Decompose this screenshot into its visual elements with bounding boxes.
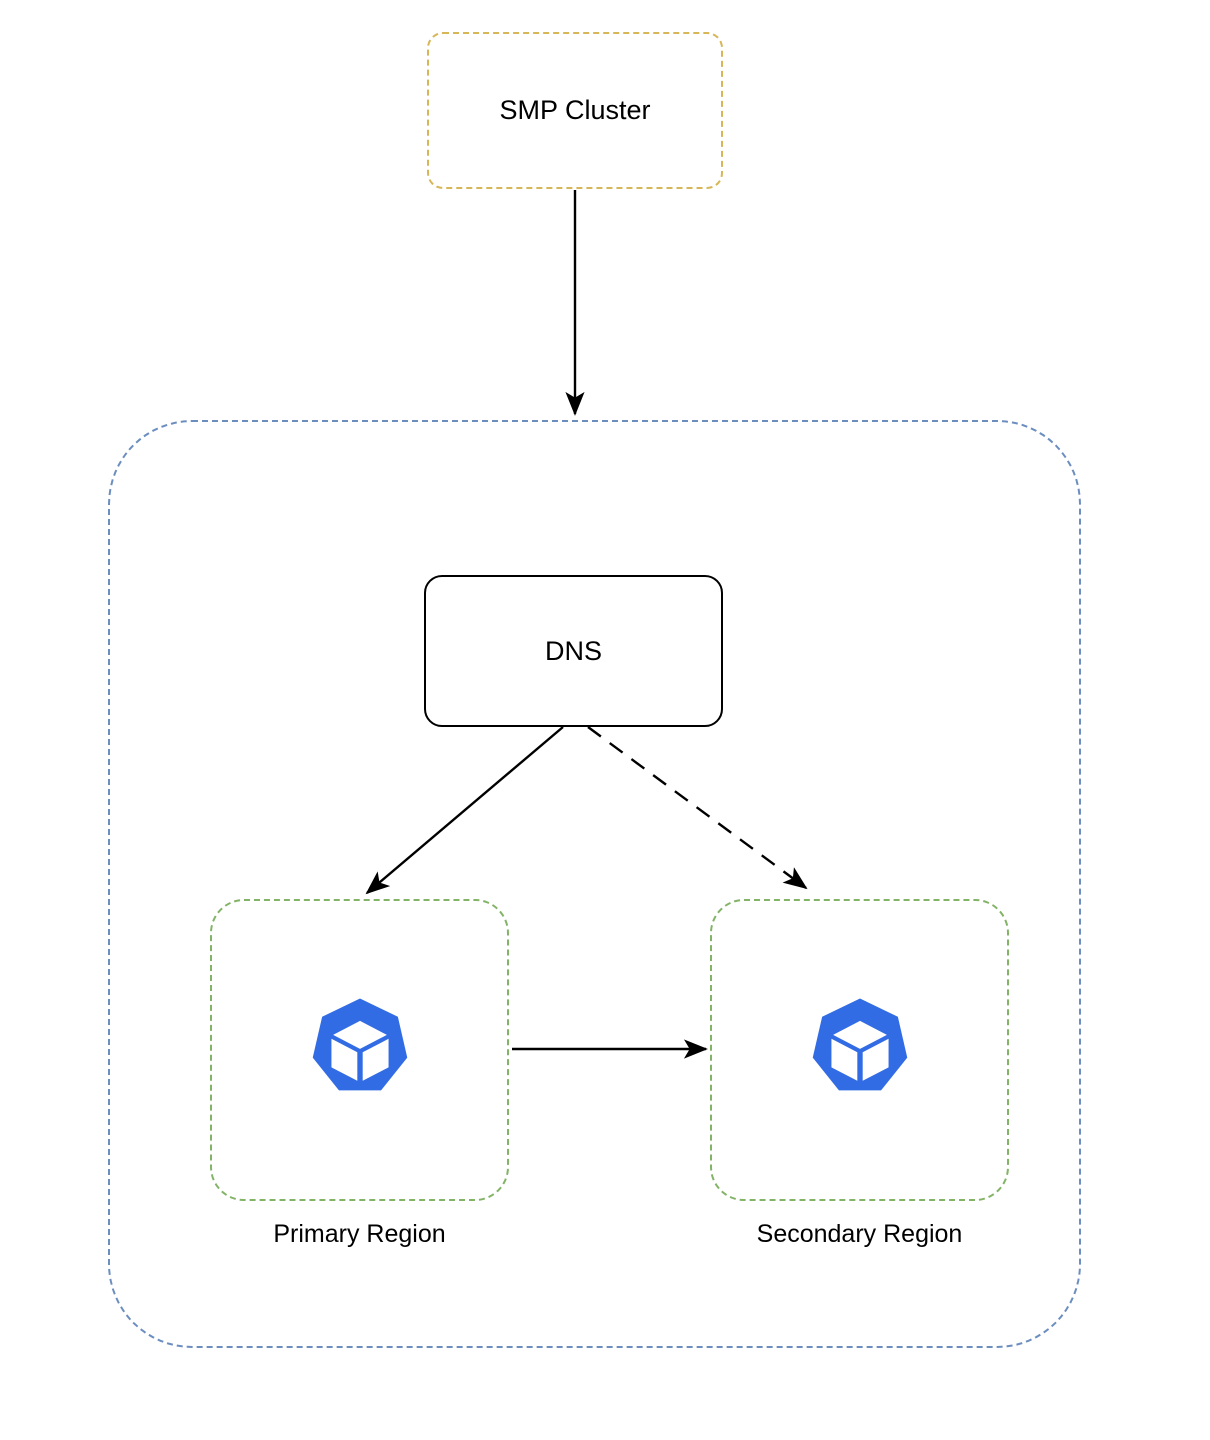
kubernetes-icon xyxy=(812,998,907,1091)
smp-cluster-node[interactable]: SMP Cluster xyxy=(427,32,723,189)
secondary-region-node[interactable] xyxy=(710,899,1009,1201)
secondary-region-label: Secondary Region xyxy=(756,1220,963,1248)
smp-cluster-label: SMP Cluster xyxy=(499,95,651,125)
dns-node[interactable]: DNS xyxy=(424,575,723,727)
primary-region-label: Primary Region xyxy=(273,1220,446,1248)
dns-label: DNS xyxy=(544,635,602,666)
primary-region-node[interactable] xyxy=(210,899,509,1201)
platform-container[interactable] xyxy=(108,420,1081,1348)
kubernetes-icon xyxy=(312,998,407,1091)
